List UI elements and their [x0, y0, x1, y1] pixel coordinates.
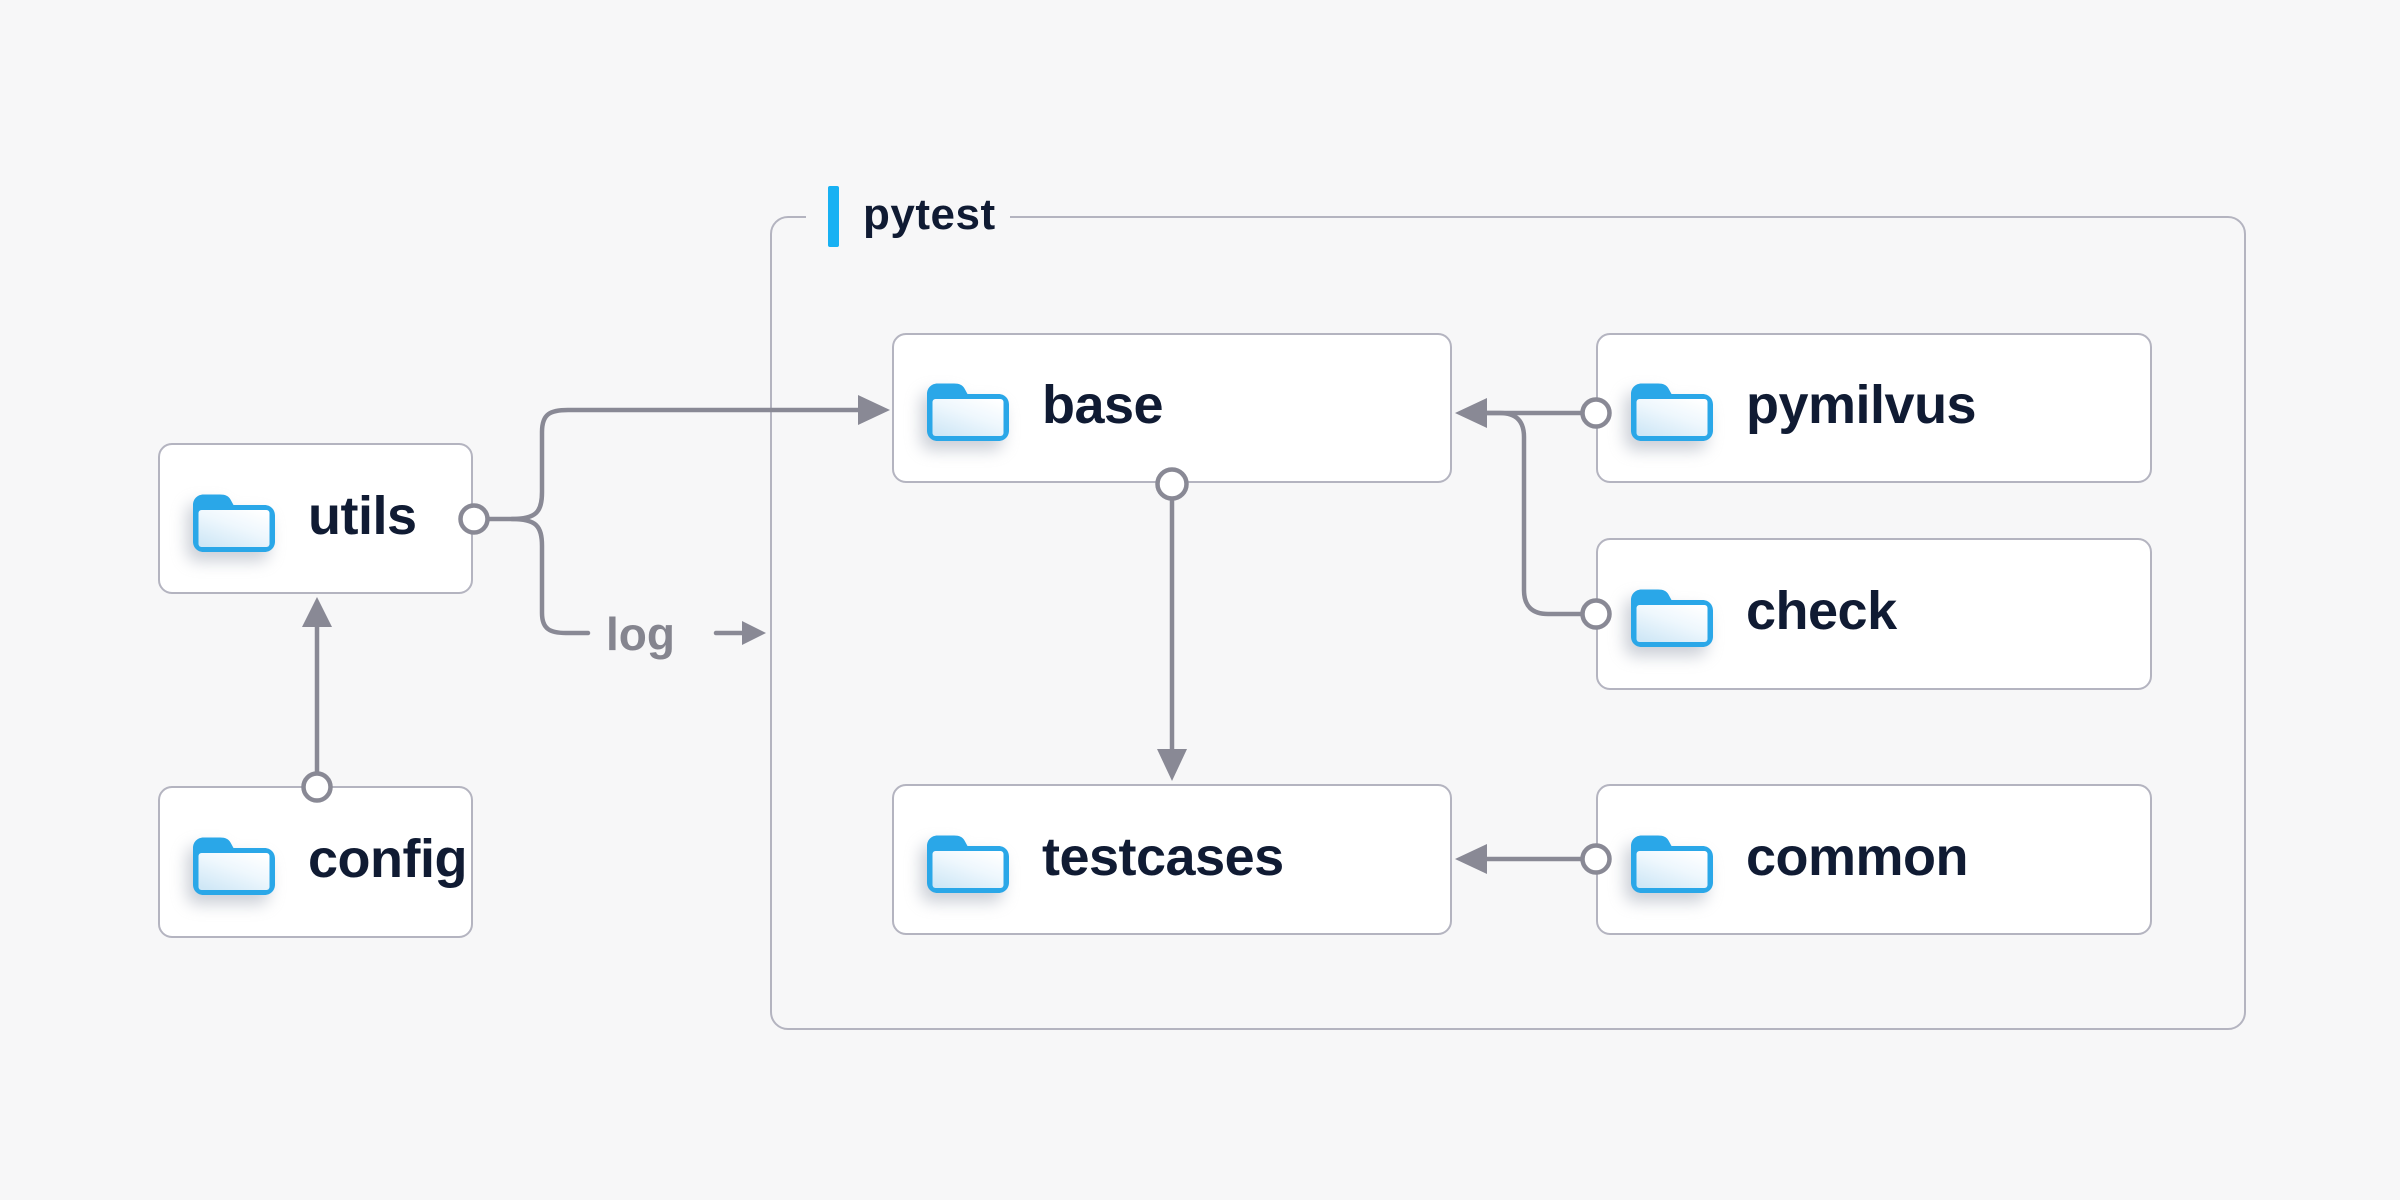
folder-icon: [1631, 383, 1713, 441]
folder-icon: [1631, 835, 1713, 893]
node-label: check: [1746, 581, 1897, 641]
node-label: utils: [308, 485, 417, 546]
arrowhead-up-utils: [302, 597, 332, 627]
folder-icon: [927, 383, 1009, 441]
arrowhead-log: [742, 621, 766, 645]
folder-icon: [1631, 589, 1713, 647]
folder-icon: [193, 494, 275, 552]
group-label-text: pytest: [863, 189, 996, 239]
pytest-group-label: pytest: [806, 186, 1010, 247]
node-config: config: [158, 786, 473, 938]
folder-icon: [193, 837, 275, 895]
accent-bar: [828, 186, 839, 247]
node-label: base: [1042, 375, 1164, 435]
node-check: check: [1596, 538, 2152, 690]
node-label: config: [308, 829, 467, 889]
edge-utils-log: [509, 516, 591, 636]
node-utils: utils: [158, 443, 473, 594]
node-common: common: [1596, 784, 2152, 935]
folder-icon: [927, 835, 1009, 893]
node-label: pymilvus: [1746, 375, 1977, 435]
node-label: testcases: [1042, 826, 1284, 887]
node-pymilvus: pymilvus: [1596, 333, 2152, 483]
node-base: base: [892, 333, 1452, 483]
pytest-group-box: [770, 216, 2246, 1030]
edge-label-log: log: [606, 608, 675, 660]
node-label: common: [1746, 826, 1969, 887]
node-testcases: testcases: [892, 784, 1452, 935]
